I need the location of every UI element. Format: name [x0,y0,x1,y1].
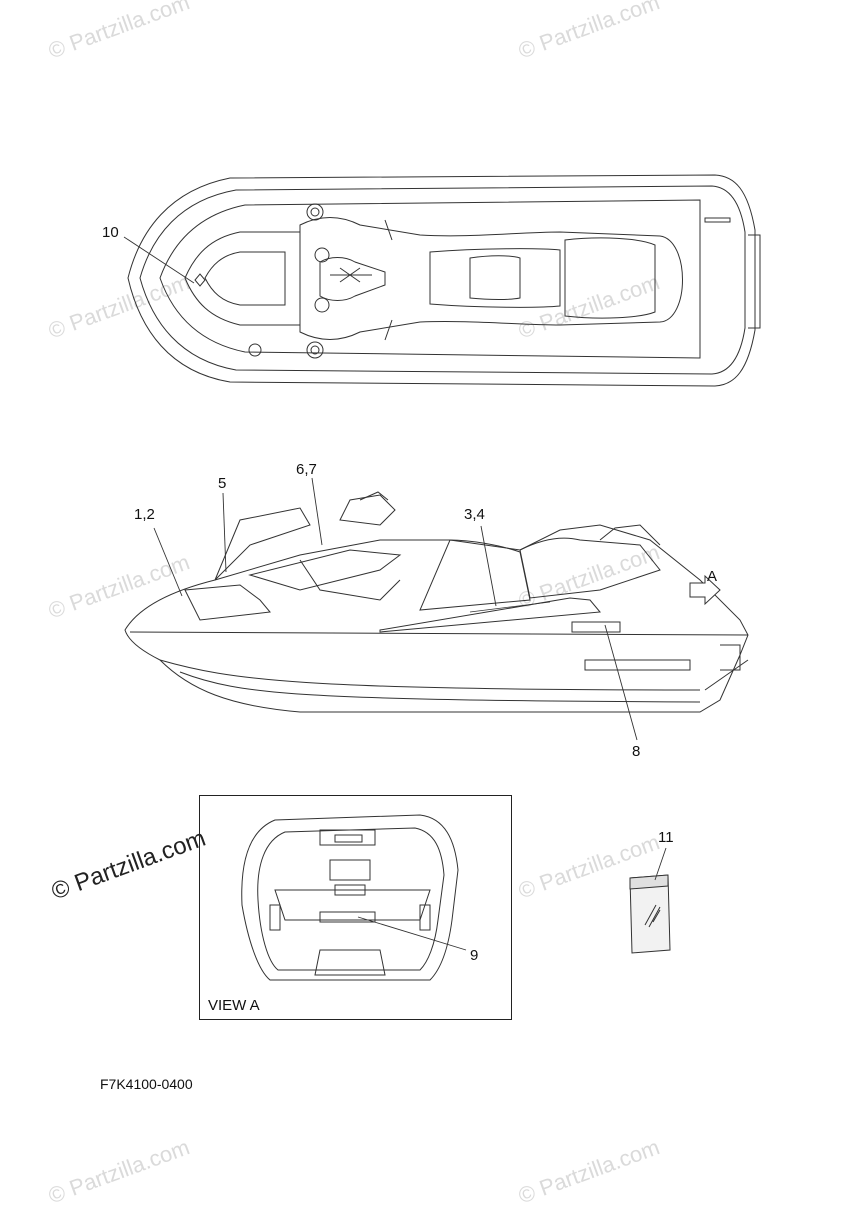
callout-9: 9 [470,947,479,964]
callout-10: 10 [102,224,119,241]
view-a-drawing [241,814,459,981]
callout-1-2: 1,2 [134,506,155,523]
callout-6-7: 6,7 [296,461,317,478]
top-view-hull [127,174,761,387]
label-11-sticker [629,874,671,954]
callout-3-4: 3,4 [464,506,485,523]
view-a-label: VIEW A [208,997,260,1014]
callout-5: 5 [218,475,227,492]
callout-8: 8 [632,743,641,760]
view-a-frame [199,795,512,1020]
side-view-hull [124,491,749,713]
callout-11: 11 [658,829,674,846]
diagram-code: F7K4100-0400 [100,1076,193,1092]
leader-lines [123,236,667,951]
view-a-arrow-label: A [707,568,718,585]
